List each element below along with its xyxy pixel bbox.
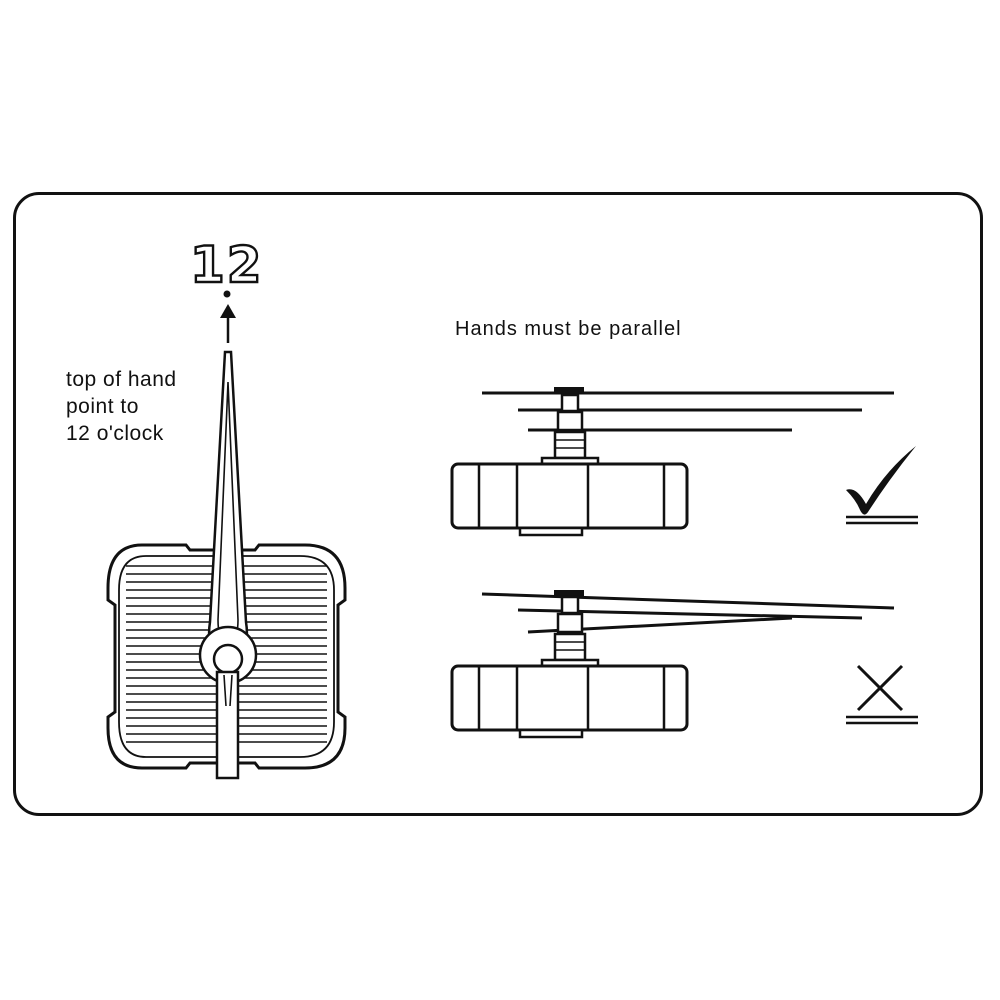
- cross-icon: [846, 664, 918, 725]
- side-view-correct: [450, 387, 894, 537]
- movement-inner-border: [118, 555, 335, 758]
- minute-hand: [198, 350, 258, 780]
- twelve-label: 12: [189, 236, 264, 294]
- parallel-heading: Hands must be parallel: [455, 318, 682, 340]
- hand-hub: [212, 643, 244, 675]
- note-line-2: point to: [66, 395, 139, 418]
- twelve-dot: [223, 290, 231, 298]
- checkmark-icon: [846, 446, 918, 525]
- note-line-1: top of hand: [66, 368, 177, 391]
- hand-tail: [215, 670, 240, 780]
- up-arrow-icon: [220, 304, 236, 343]
- alignment-note: top of hand point to 12 o'clock: [66, 366, 177, 447]
- movement-housing: [106, 543, 347, 770]
- side-view-incorrect: [450, 590, 895, 739]
- note-line-3: 12 o'clock: [66, 422, 164, 445]
